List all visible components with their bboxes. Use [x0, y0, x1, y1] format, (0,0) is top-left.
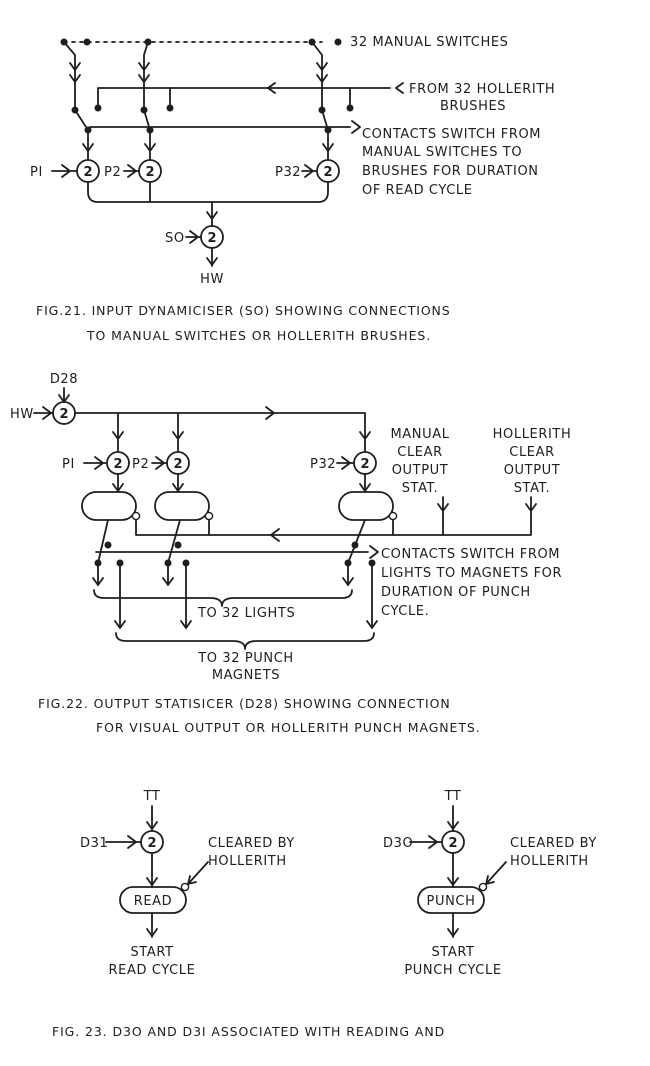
read-box: [119, 886, 187, 914]
arrow-left: [267, 82, 276, 94]
switch-wire: [311, 41, 323, 111]
fig21-caption: FIG.21. INPUT DYNAMICISER (SO) SHOWING C…: [36, 303, 451, 318]
contacts-note: LIGHTS TO MAGNETS FOR: [381, 566, 562, 581]
punch-box-label: PUNCH: [427, 894, 476, 909]
arrow-down: [322, 143, 334, 152]
gate-number: 2: [448, 836, 457, 851]
arrow-left: [395, 82, 404, 94]
p32-label: P32: [310, 457, 336, 472]
cleared-label: HOLLERITH: [208, 854, 287, 869]
contacts-note: CYCLE.: [381, 604, 429, 619]
to-lights-label: TO 32 LIGHTS: [197, 606, 295, 621]
combine-bus: [87, 181, 329, 203]
lights-brace: [93, 589, 353, 607]
fig22-caption: FIG.22. OUTPUT STATISICER (D28) SHOWING …: [38, 696, 451, 711]
p1-label: PI: [30, 165, 43, 180]
fig22-diagram: D28 HW 2 PI 2 P2 2 P32 2 MANUAL CLEAR O: [10, 372, 571, 735]
clear-line: [135, 496, 532, 536]
hollerith-clear-label: OUTPUT: [504, 463, 561, 478]
so-label: SO: [165, 231, 185, 246]
p2-label: P2: [104, 165, 121, 180]
arrow-down: [138, 62, 150, 83]
hollerith-clear-label: CLEAR: [509, 445, 554, 460]
fig21-diagram: 32 MANUAL SWITCHES FROM 32 HOLLERITH BRU…: [30, 35, 555, 343]
p1-label: PI: [62, 457, 75, 472]
cleared-label: CLEARED BY: [208, 836, 295, 851]
hollerith-clear-label: HOLLERITH: [493, 427, 572, 442]
contacts-note: MANUAL SWITCHES TO: [362, 145, 522, 160]
tt-label: TT: [143, 789, 161, 804]
hw-label: HW: [10, 407, 34, 422]
punch-box: [417, 886, 485, 914]
manual-clear-label: MANUAL: [390, 427, 449, 442]
hollerith-clear-label: STAT.: [514, 481, 551, 496]
switch-dot: [334, 38, 342, 46]
gate-number: 2: [59, 407, 68, 422]
d30-label: D3O: [383, 836, 413, 851]
hw-label: HW: [200, 272, 224, 287]
magnets-brace: [115, 632, 375, 650]
arrow-right: [265, 406, 275, 420]
arrow-down: [316, 62, 328, 83]
p2-label: P2: [132, 457, 149, 472]
from-brushes-label: BRUSHES: [440, 99, 506, 114]
to-magnets-label: MAGNETS: [212, 668, 280, 683]
gate-number: 2: [173, 457, 182, 472]
fig23-punch-diagram: TT D3O 2 PUNCH CLEARED BY HOLLERITH STAR…: [383, 789, 597, 978]
gate-number: 2: [323, 165, 332, 180]
arrow-down: [69, 62, 81, 83]
d31-label: D31: [80, 836, 108, 851]
manual-switches-label: 32 MANUAL SWITCHES: [350, 35, 509, 50]
arrow-down: [82, 143, 94, 152]
storage-box: [154, 491, 210, 521]
manual-clear-label: OUTPUT: [392, 463, 449, 478]
d28-label: D28: [50, 372, 78, 387]
fig22-caption: FOR VISUAL OUTPUT OR HOLLERITH PUNCH MAG…: [96, 720, 481, 735]
manual-clear-label: CLEAR: [397, 445, 442, 460]
contacts-note: CONTACTS SWITCH FROM: [381, 547, 560, 562]
fig21-caption: TO MANUAL SWITCHES OR HOLLERITH BRUSHES.: [86, 328, 431, 343]
fig23-caption: FIG. 23. D3O AND D3I ASSOCIATED WITH REA…: [52, 1024, 445, 1039]
switch-wire: [143, 41, 149, 111]
contacts-note: OF READ CYCLE: [362, 183, 473, 198]
switch-dot: [83, 38, 91, 46]
contacts-note: BRUSHES FOR DURATION: [362, 164, 539, 179]
contacts-note: DURATION OF PUNCH: [381, 585, 531, 600]
read-box-label: READ: [134, 894, 173, 909]
fig23-read-diagram: TT D31 2 READ CLEARED BY HOLLERITH START…: [80, 789, 295, 978]
contacts-note: CONTACTS SWITCH FROM: [362, 127, 541, 142]
gate-number: 2: [207, 231, 216, 246]
gate-number: 2: [145, 165, 154, 180]
start-label: READ CYCLE: [109, 963, 196, 978]
tt-label: TT: [444, 789, 462, 804]
from-brushes-label: FROM 32 HOLLERITH: [409, 82, 555, 97]
storage-box: [81, 491, 137, 521]
gate-number: 2: [83, 165, 92, 180]
arrow-down: [144, 143, 156, 152]
p32-label: P32: [275, 165, 301, 180]
gate-number: 2: [147, 836, 156, 851]
brushes-bus: [97, 87, 391, 109]
start-label: START: [431, 945, 474, 960]
start-label: START: [130, 945, 173, 960]
start-label: PUNCH CYCLE: [404, 963, 501, 978]
to-magnets-label: TO 32 PUNCH: [197, 651, 294, 666]
storage-box: [338, 491, 394, 521]
manual-clear-label: STAT.: [402, 481, 439, 496]
arrow-right: [351, 120, 361, 134]
cleared-label: HOLLERITH: [510, 854, 589, 869]
cleared-label: CLEARED BY: [510, 836, 597, 851]
arrow-left: [270, 528, 280, 542]
gate-number: 2: [113, 457, 122, 472]
gate-number: 2: [360, 457, 369, 472]
switch-wire: [63, 41, 76, 111]
